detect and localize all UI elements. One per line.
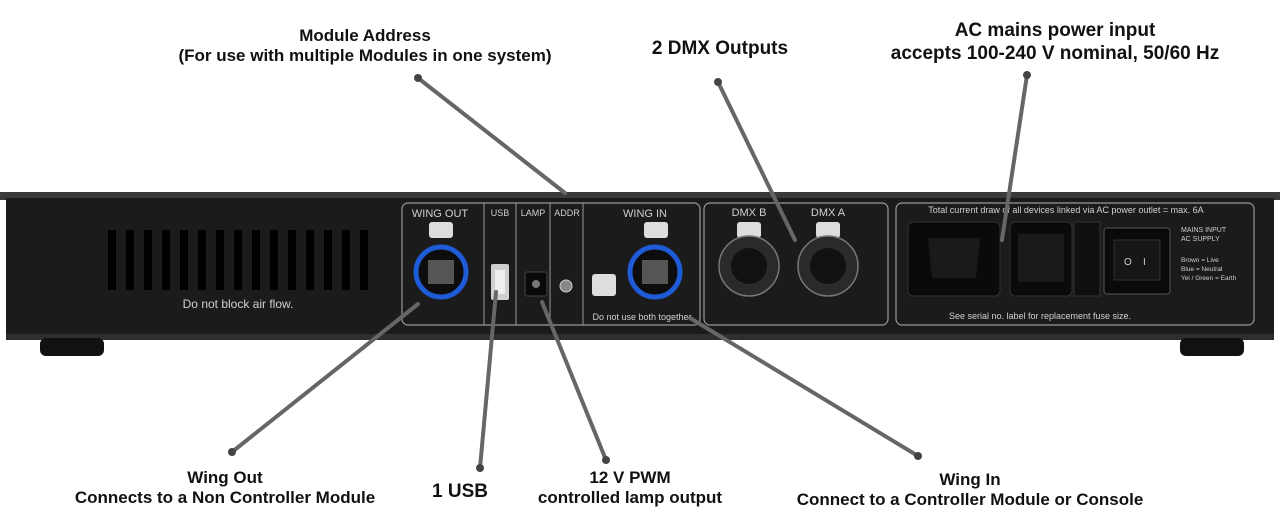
callout-lamp: 12 V PWM controlled lamp output: [520, 468, 740, 509]
foot-right: [1180, 338, 1244, 356]
wire-blue: Blue = Neutral: [1181, 266, 1223, 273]
dmx-b-connector: [718, 222, 780, 297]
wing-in-label: WING IN: [623, 208, 667, 220]
pointer-module-address: [416, 76, 567, 195]
pointer-dots: [228, 71, 1031, 472]
mains-panel: [895, 202, 1255, 326]
wing-in-connector: [627, 222, 683, 300]
callout-module-address: Module Address (For use with multiple Mo…: [165, 26, 565, 67]
mains-supply: AC SUPPLY: [1181, 236, 1220, 243]
callout-lamp-detail: controlled lamp output: [537, 488, 723, 508]
chassis-bottom-edge: [6, 334, 1274, 340]
wing-out-connector: [413, 222, 469, 300]
lamp-jack: [524, 271, 548, 297]
pointer-lamp: [540, 300, 608, 462]
callout-ac-mains: AC mains power input accepts 100-240 V n…: [865, 20, 1245, 66]
pointer-usb: [478, 290, 498, 470]
callout-ac-mains-title: AC mains power input: [954, 20, 1156, 41]
callout-dmx-outputs-title: 2 DMX Outputs: [651, 38, 789, 59]
callout-usb: 1 USB: [420, 481, 500, 504]
callout-wing-out: Wing Out Connects to a Non Controller Mo…: [60, 468, 390, 509]
power-switch: O I: [1103, 227, 1171, 295]
vent-slots: [108, 230, 368, 290]
callout-module-address-title: Module Address: [299, 26, 431, 45]
pointer-ac: [1000, 73, 1029, 242]
callout-ac-mains-detail: accepts 100-240 V nominal, 50/60 Hz: [890, 42, 1220, 64]
switch-on-label: I: [1143, 257, 1146, 268]
iec-inlet: [1009, 221, 1073, 297]
foot-left: [40, 338, 104, 356]
wire-brown: Brown = Live: [1181, 257, 1219, 264]
switch-off-label: O: [1124, 257, 1132, 268]
usb-label: USB: [491, 208, 510, 218]
dmx-a-connector: [797, 222, 859, 297]
fuse-note: See serial no. label for replacement fus…: [949, 311, 1131, 321]
fuse-holder: [1073, 221, 1101, 297]
usb-b-port: [592, 274, 616, 296]
current-note: Total current draw of all devices linked…: [928, 205, 1203, 215]
pointer-wing-in: [688, 316, 920, 458]
mains-title: MAINS INPUT: [1181, 227, 1227, 234]
pointer-wing-out: [230, 302, 420, 454]
callout-lamp-title: 12 V PWM: [589, 468, 671, 487]
wire-yel: Yel / Green = Earth: [1181, 275, 1237, 282]
callout-wing-in-detail: Connect to a Controller Module or Consol…: [796, 490, 1144, 510]
wing-out-label: WING OUT: [412, 208, 468, 220]
usb-port: [491, 264, 509, 300]
callout-wing-in: Wing In Connect to a Controller Module o…: [770, 470, 1170, 511]
callout-module-address-detail: (For use with multiple Modules in one sy…: [178, 46, 552, 66]
lamp-label: LAMP: [521, 208, 546, 218]
together-note: Do not use both together: [592, 312, 691, 322]
iec-outlet: [907, 221, 1001, 297]
pointer-dmx: [716, 80, 797, 242]
callout-wing-in-title: Wing In: [939, 470, 1001, 489]
vent-note: Do not block air flow.: [183, 297, 294, 311]
address-switch: [559, 279, 573, 293]
callout-dmx-outputs: 2 DMX Outputs: [630, 38, 810, 61]
addr-label: ADDR: [554, 208, 580, 218]
callout-wing-out-title: Wing Out: [187, 468, 263, 487]
dmx-a-label: DMX A: [811, 207, 846, 219]
callout-usb-title: 1 USB: [432, 481, 488, 502]
pointer-lines: [230, 73, 1029, 470]
dmx-b-label: DMX B: [732, 207, 767, 219]
chassis-top-edge: [0, 192, 1280, 200]
dmx-panel: [703, 202, 889, 326]
callout-wing-out-detail: Connects to a Non Controller Module: [74, 488, 376, 508]
